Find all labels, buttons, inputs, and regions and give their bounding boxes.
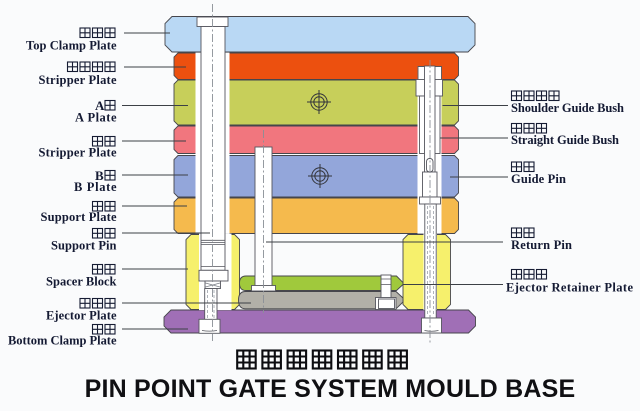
svg-text:A Plate: A Plate — [75, 111, 117, 125]
svg-text:Top Clamp Plate: Top Clamp Plate — [26, 39, 117, 53]
svg-text:Guide Pin: Guide Pin — [511, 172, 566, 186]
svg-text:Support Pin: Support Pin — [51, 238, 117, 252]
svg-text:Ejector Plate: Ejector Plate — [46, 308, 117, 322]
svg-text:PIN POINT GATE SYSTEM MOULD BA: PIN POINT GATE SYSTEM MOULD BASE — [85, 375, 576, 403]
svg-text:Stripper Plate: Stripper Plate — [39, 146, 117, 160]
svg-text:Bottom Clamp Plate: Bottom Clamp Plate — [8, 334, 117, 348]
svg-text:Straight Guide Bush: Straight Guide Bush — [511, 133, 619, 147]
svg-text:Spacer Block: Spacer Block — [46, 275, 117, 289]
svg-text:Ejector Retainer Plate: Ejector Retainer Plate — [506, 281, 633, 295]
svg-text:A: A — [95, 98, 105, 113]
svg-text:Return Pin: Return Pin — [511, 238, 572, 252]
svg-text:Shoulder Guide Bush: Shoulder Guide Bush — [511, 101, 624, 115]
svg-text:B Plate: B Plate — [74, 180, 117, 194]
svg-text:B: B — [95, 168, 104, 183]
svg-text:Stripper Plate: Stripper Plate — [39, 73, 117, 87]
svg-text:Support Plate: Support Plate — [41, 210, 117, 224]
